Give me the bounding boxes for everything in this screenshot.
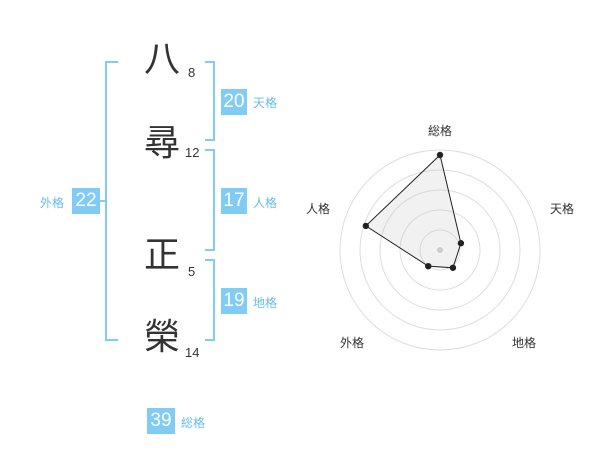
radar-ring [399,209,481,291]
radar-label-tenkaku: 天格 [549,202,574,216]
jinkaku-bracket [205,149,215,251]
tenkaku-bracket [205,61,215,141]
radar-point-3 [449,264,457,271]
stroke-count-2: 12 [185,145,200,160]
radar-ring [339,149,541,351]
radar-polygon [365,154,462,269]
soukaku-label: 総格 [181,416,206,430]
tenkaku-label: 天格 [253,96,278,110]
chikaku-bracket [205,259,215,341]
soukaku-value: 39 [147,408,175,434]
name-char-1: 八 [143,39,180,80]
radar-point-5 [362,222,370,230]
radar-ring [379,189,501,311]
radar-center-dot [437,247,443,253]
chikaku-label: 地格 [253,296,278,310]
radar-label-gaikaku: 外格 [339,336,364,350]
stroke-count-4: 14 [185,345,200,360]
name-char-4: 榮 [143,317,180,358]
gaikaku-label: 外格 [40,196,65,210]
radar-point-2 [457,240,465,247]
stroke-count-3: 5 [188,264,196,279]
jinkaku-label: 人格 [253,196,278,210]
stroke-count-1: 8 [188,65,196,80]
radar-label-jinkaku: 人格 [305,202,330,216]
radar-point-4 [425,262,432,270]
tenkaku-value: 20 [221,89,247,115]
radar-point-1 [436,151,444,159]
chikaku-value: 19 [221,288,247,314]
radar-ring [359,169,521,331]
radar-label-soukaku: 総格 [427,124,452,138]
gaikaku-value: 22 [72,188,100,214]
jinkaku-value: 17 [221,188,247,214]
radar-ring [419,229,461,271]
name-char-2: 尋 [143,123,180,164]
radar-label-chikaku: 地格 [511,336,536,350]
name-char-3: 正 [143,235,180,276]
